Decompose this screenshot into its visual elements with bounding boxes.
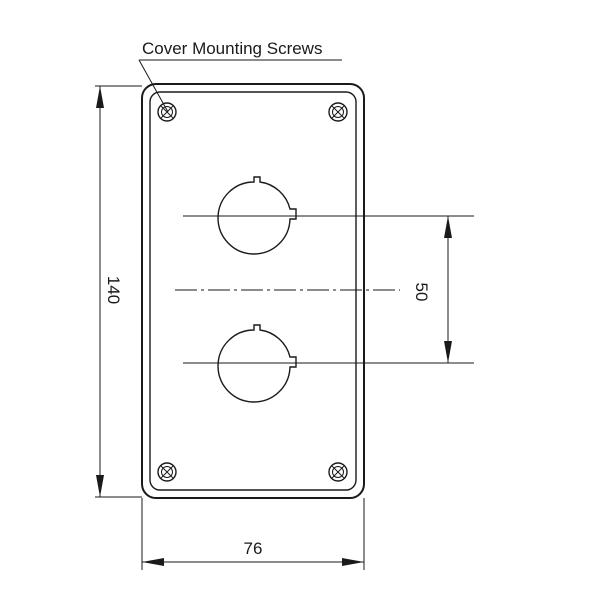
dim-76-arrow-left [142, 558, 164, 566]
dim-50-arrow-top [444, 216, 452, 238]
screw-top-left-icon [157, 102, 177, 122]
screw-bottom-left-icon [157, 462, 177, 482]
callout-label: Cover Mounting Screws [142, 39, 322, 58]
button-hole-bottom-icon [217, 324, 297, 403]
enclosure-cover-outline [149, 91, 357, 491]
screw-top-right-icon [328, 102, 348, 122]
enclosure-outer-outline [141, 83, 365, 499]
dim-140-arrow-bottom [96, 475, 104, 497]
button-hole-top-icon [217, 176, 297, 255]
dim-76-arrow-right [342, 558, 364, 566]
screw-bottom-right-icon [328, 462, 348, 482]
dim-50-label: 50 [412, 283, 431, 302]
dim-50-arrow-bottom [444, 341, 452, 363]
dim-140-arrow-top [96, 86, 104, 108]
dim-140-label: 140 [104, 276, 123, 304]
dim-76-label: 76 [244, 539, 263, 558]
